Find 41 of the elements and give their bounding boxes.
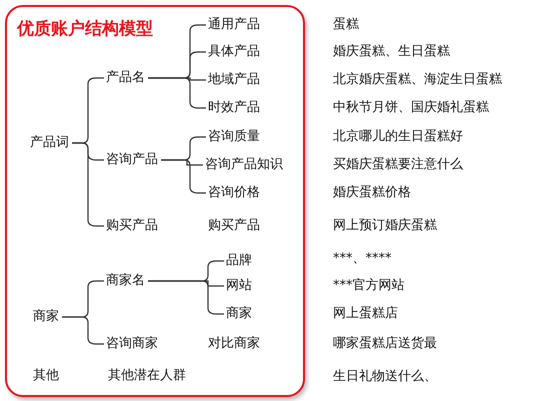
- panel-frame: [5, 5, 305, 397]
- category-label: 咨询商家: [106, 335, 158, 353]
- brace-connector: [148, 77, 206, 109]
- category-label: 产品名: [106, 69, 145, 87]
- category-label: 购买产品: [208, 217, 260, 235]
- example-keyword: 蛋糕: [333, 16, 359, 34]
- category-label: 对比商家: [208, 335, 260, 353]
- example-keyword: 中秋节月饼、国庆婚礼蛋糕: [333, 99, 489, 117]
- category-label: 商家名: [106, 272, 145, 290]
- example-keyword: 生日礼物送什么、: [333, 368, 437, 386]
- category-label: 品牌: [226, 252, 252, 270]
- example-keyword: 哪家蛋糕店送货最: [333, 335, 437, 353]
- example-keyword: 婚庆蛋糕、生日蛋糕: [333, 43, 450, 61]
- brace-connector: [161, 159, 206, 194]
- example-keyword: ***、****: [333, 250, 392, 268]
- example-keyword: 网上预订婚庆蛋糕: [333, 217, 437, 235]
- category-label: 产品词: [30, 134, 69, 152]
- category-label: 通用产品: [208, 16, 260, 34]
- category-label: 其他潜在人群: [108, 367, 186, 385]
- example-keyword: 婚庆蛋糕价格: [333, 184, 411, 202]
- example-keyword: ***官方网站: [333, 277, 404, 295]
- category-label: 时效产品: [208, 99, 260, 117]
- example-keyword: 买婚庆蛋糕要注意什么: [333, 156, 463, 174]
- category-label: 咨询质量: [208, 128, 260, 146]
- category-label: 商家: [33, 308, 59, 326]
- brace-connector: [62, 316, 104, 345]
- diagram-title: 优质账户结构模型: [17, 18, 153, 40]
- category-label: 咨询产品知识: [205, 156, 283, 174]
- brace-connector: [148, 280, 224, 315]
- brace-connector: [72, 142, 104, 227]
- example-keyword: 网上蛋糕店: [333, 305, 398, 323]
- example-keyword: 北京婚庆蛋糕、海淀生日蛋糕: [333, 71, 502, 89]
- category-label: 其他: [33, 367, 59, 385]
- category-label: 地域产品: [208, 71, 260, 89]
- category-label: 商家: [226, 305, 252, 323]
- category-label: 具体产品: [208, 43, 260, 61]
- category-label: 咨询价格: [208, 184, 260, 202]
- category-label: 网站: [226, 277, 252, 295]
- example-keyword: 北京哪儿的生日蛋糕好: [333, 128, 463, 146]
- category-label: 咨询产品: [106, 151, 158, 169]
- category-label: 购买产品: [106, 217, 158, 235]
